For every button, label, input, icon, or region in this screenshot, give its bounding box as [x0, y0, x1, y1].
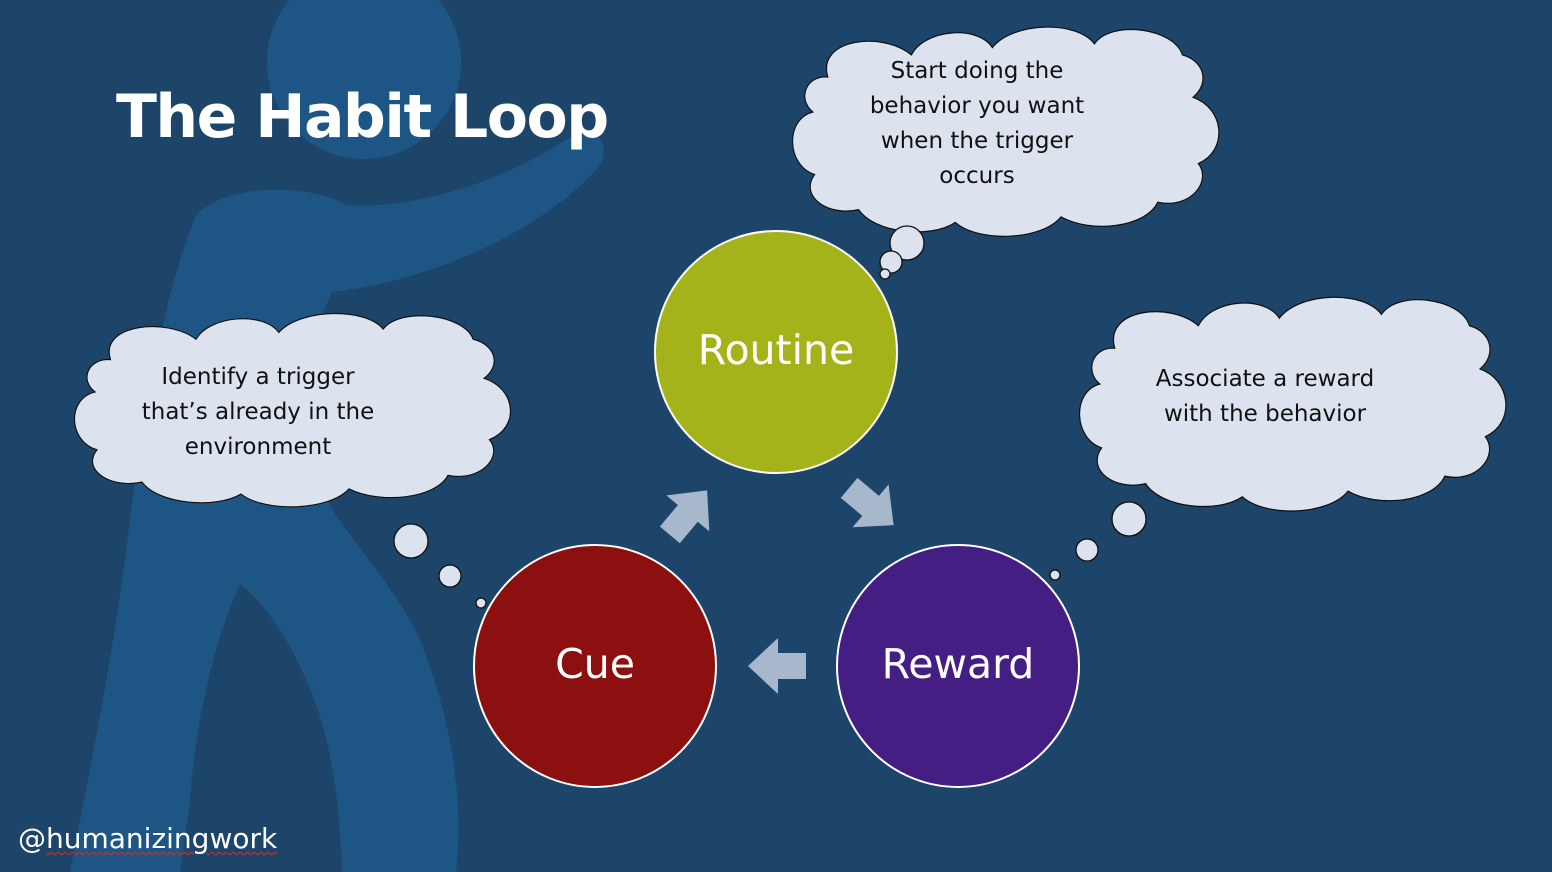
reward-circle	[836, 544, 1080, 788]
routine-thought-line: when the trigger	[880, 128, 1074, 154]
handle-prefix: @	[18, 822, 46, 855]
cue-thought-line: that’s already in the	[141, 399, 375, 425]
arrow-routine-to-reward	[840, 477, 894, 528]
reward-label: Reward	[881, 640, 1035, 688]
routine-thought-line: Start doing the	[890, 58, 1064, 84]
slide-title: The Habit Loop	[116, 82, 609, 152]
routine-thought-line: occurs	[939, 163, 1015, 189]
reward-thought-line: with the behavior	[1163, 401, 1367, 427]
cue-thought-line: environment	[184, 434, 332, 460]
cue-thought-line: Identify a trigger	[161, 364, 355, 390]
arrow-reward-to-cue	[748, 638, 806, 694]
reward-thought-line: Associate a reward	[1155, 366, 1375, 392]
routine-thought-text: Start doing the behavior you want when t…	[822, 54, 1132, 194]
arrow-cue-to-routine	[659, 490, 710, 544]
routine-circle	[654, 230, 898, 474]
reward-thought-text: Associate a reward with the behavior	[1110, 362, 1420, 432]
cue-label: Cue	[555, 640, 635, 688]
cue-circle	[473, 544, 717, 788]
routine-thought-line: behavior you want	[869, 93, 1085, 119]
routine-label: Routine	[697, 326, 855, 374]
thought-cloud-routine	[792, 26, 1220, 280]
handle-name: humanizingwork	[46, 822, 278, 855]
person-silhouette	[70, 0, 604, 872]
cue-thought-text: Identify a trigger that’s already in the…	[108, 360, 408, 465]
thought-cloud-cue	[73, 313, 512, 609]
thought-cloud-reward	[1049, 296, 1507, 581]
social-handle: @humanizingwork	[18, 822, 277, 855]
